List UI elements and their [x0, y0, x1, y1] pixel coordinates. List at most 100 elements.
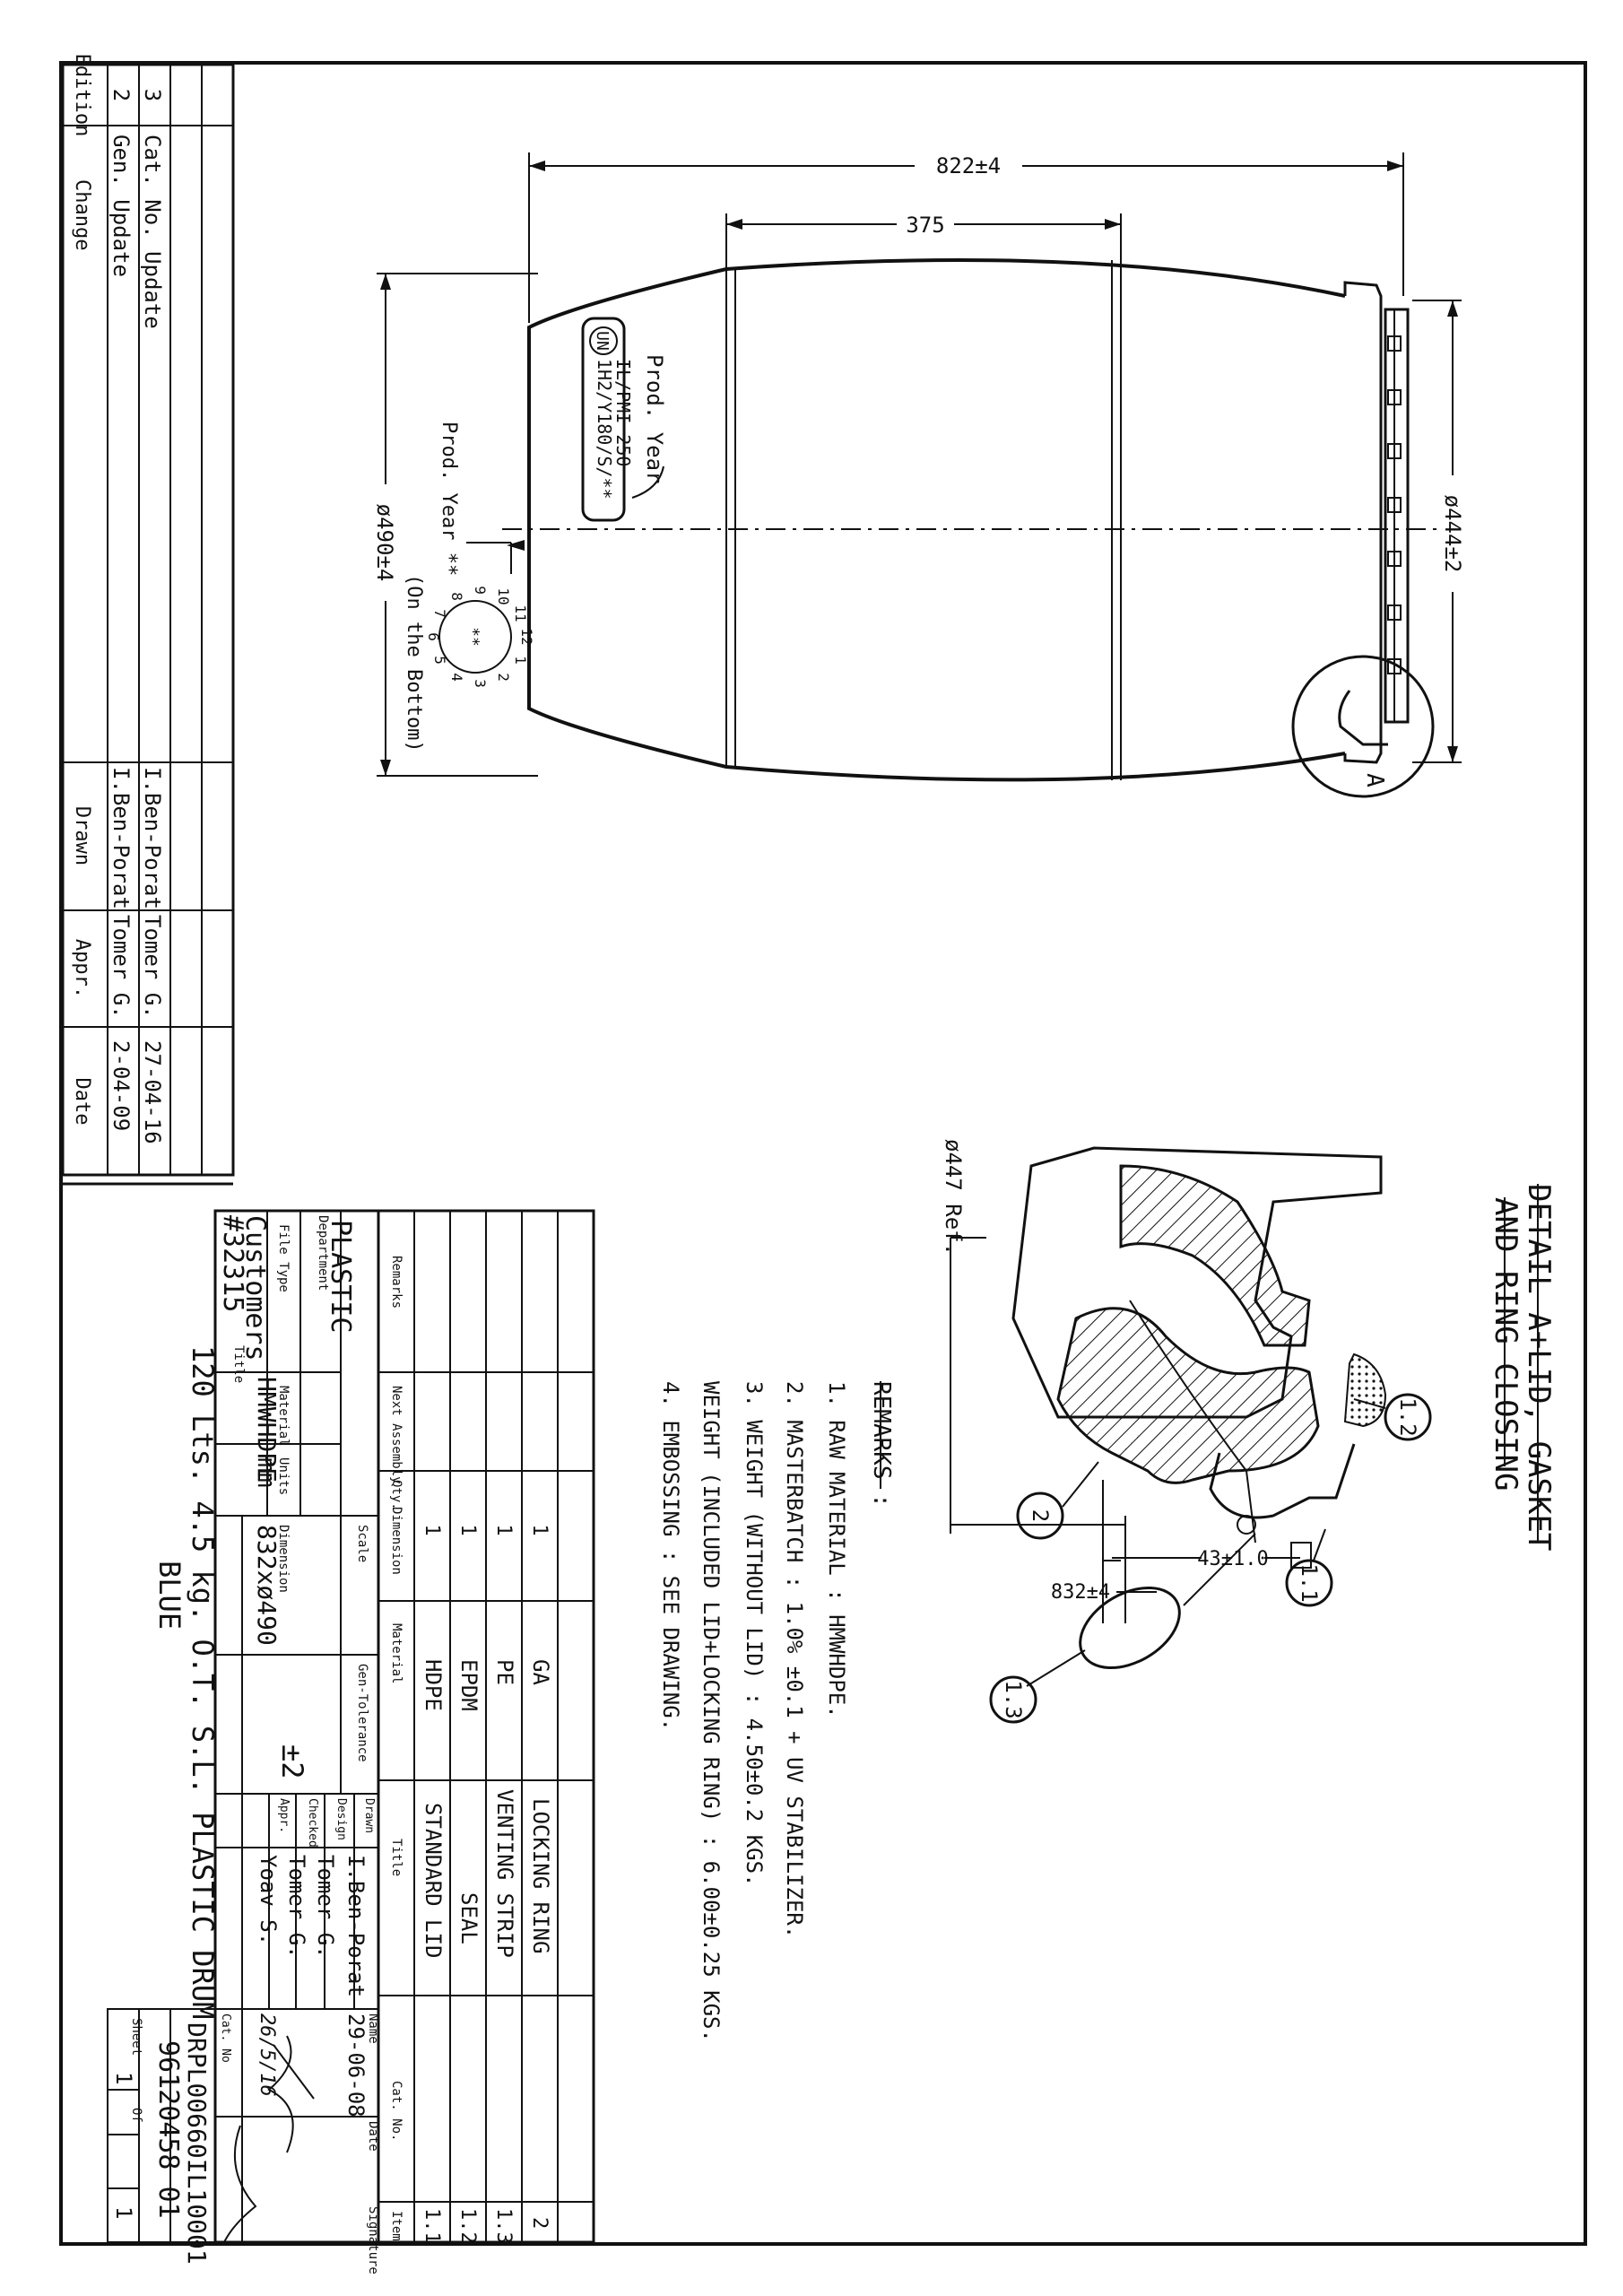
- bom-header-cat-no: Cat. No.: [389, 2081, 404, 2141]
- rev-row-2-change: Gen. Update: [108, 135, 134, 277]
- bom-row-1-3-qty: 1: [492, 1524, 515, 1535]
- bom-row-1-1-qty: 1: [421, 1524, 443, 1535]
- drum-side-view: A 822±4 375 ø444±2 ø490±4: [372, 152, 1471, 798]
- remarks: REMARKS : 1. RAW MATERIAL : HMWHDPE. 2. …: [658, 1381, 895, 2042]
- dimension-label: Dimension: [276, 1525, 291, 1593]
- balloon-2-text: 2: [1028, 1509, 1053, 1522]
- embossing-line-2: IL/PMI 250: [612, 359, 634, 466]
- bom-row-1-3-material: PE: [492, 1659, 517, 1685]
- role-checked-name: Tomer G.: [284, 1855, 309, 1959]
- title-label: Title: [231, 1345, 246, 1383]
- role-design-label: Design: [334, 1798, 348, 1840]
- bom-header-material: Material: [389, 1623, 404, 1683]
- rev-row-2-edition: 2: [108, 89, 134, 101]
- rev-row-2-drawn: I.Ben-Porat: [108, 767, 134, 909]
- balloon-1-2-text: 1.2: [1395, 1397, 1420, 1436]
- revision-table: Edition Change Drawn Appr. Date 2 Gen. U…: [61, 54, 235, 1177]
- detail-a-circle: [1291, 655, 1435, 798]
- balloon-1-3: [989, 1675, 1037, 1724]
- clock-number: 1: [512, 656, 529, 665]
- role-checked-label: Checked: [306, 1798, 319, 1848]
- of-value: 1: [111, 2206, 136, 2219]
- role-drawn-date: 29-06-08: [343, 2013, 369, 2118]
- clock-number: 11: [512, 604, 529, 622]
- clock-number: 7: [431, 609, 448, 618]
- code-value: 96120458 01: [152, 2040, 184, 2219]
- lid-hatched-section: [1056, 1307, 1320, 1484]
- customers-label: Customers: [239, 1215, 271, 1361]
- rev-row-3-edition: 3: [140, 89, 165, 101]
- material-value: HMWHDPE: [252, 1377, 282, 1483]
- rev-row-3-change: Cat. No. Update: [140, 135, 165, 329]
- embossing-box: [581, 317, 626, 522]
- remark-3: 3. WEIGHT (WITHOUT LID) : 4.50±0.2 KGS.: [742, 1381, 767, 1887]
- bom-row-1-2-title: SEAL: [456, 1892, 482, 1944]
- clock-number: 5: [431, 656, 448, 665]
- material-label: Material: [276, 1386, 291, 1446]
- bom-row-2-item: 2: [528, 2217, 551, 2229]
- sheet-label: Sheet: [129, 2018, 143, 2056]
- clock-number: 6: [425, 632, 442, 641]
- department-label: Department: [316, 1215, 330, 1291]
- balloon-2: [1016, 1492, 1064, 1540]
- clock-center: **: [464, 627, 482, 647]
- units-label: Units: [276, 1457, 291, 1495]
- bom-header-title: Title: [389, 1839, 404, 1876]
- detail-a-section: DETAIL A+LID, GASKET AND RING CLOSING 1.…: [941, 1139, 1557, 1724]
- drum-body-outline: [527, 258, 1346, 782]
- bom-header-item: Item: [389, 2211, 404, 2241]
- rev-header-change: Change: [71, 179, 93, 250]
- name-label: Name: [366, 2013, 380, 2044]
- units-value: mm: [252, 1457, 282, 1488]
- rev-row-3-drawn: I.Ben-Porat: [140, 767, 165, 909]
- signature-label: Signature: [366, 2206, 380, 2274]
- balloon-1-3-text: 1.3: [1001, 1680, 1026, 1718]
- rev-header-date: Date: [71, 1078, 93, 1126]
- sheet-border: [59, 61, 1587, 2246]
- customers-value: #32315: [217, 1215, 248, 1312]
- role-appr-name: Yoav S.: [256, 1855, 281, 1945]
- gasket-seal: [1343, 1352, 1387, 1428]
- bom-row-1-2-material: EPDM: [456, 1659, 482, 1711]
- role-appr-label: Appr.: [277, 1798, 291, 1833]
- bom-row-1-1-title: STANDARD LID: [421, 1803, 446, 1958]
- of-label: Of: [129, 2108, 143, 2123]
- dim-ref-dia-text: ø447 Ref.: [941, 1139, 966, 1256]
- remark-2: 2. MASTERBATCH : 1.0% ±0.1 + UV STABILIZ…: [782, 1381, 807, 1938]
- date-label: Date: [366, 2121, 380, 2152]
- signature-scribble: [267, 2035, 315, 2153]
- rev-row-2-appr: Tomer G.: [108, 915, 134, 1019]
- prod-year-label-2: Prod. Year **: [438, 422, 460, 576]
- rev-row-2-date: 2-04-09: [108, 1040, 134, 1131]
- bom-row-2-qty: 1: [528, 1524, 551, 1535]
- embossing-line-1: 1H2/Y180/S/**: [594, 359, 615, 500]
- clock-number: 9: [472, 586, 489, 595]
- bom-header-remarks: Remarks: [389, 1256, 404, 1309]
- production-clock-dial: [438, 600, 512, 674]
- prod-year-label: Prod. Year: [642, 354, 667, 484]
- dim-body-dia-text: ø490±4: [372, 504, 397, 582]
- rev-row-3-appr: Tomer G.: [140, 915, 165, 1019]
- scale-label: Scale: [355, 1525, 369, 1562]
- cat-no-label: Cat. No: [219, 2013, 232, 2063]
- cat-no-value: DRPL00660IL10001: [182, 2022, 212, 2265]
- balloon-1-2: [1384, 1393, 1432, 1441]
- bom-row-2-title: LOCKING RING: [528, 1798, 553, 1953]
- bom-header-next-assembly: Next Assembly: [389, 1386, 404, 1484]
- dim-top-dia-text: ø444±2: [1440, 495, 1465, 573]
- clock-number: 3: [472, 679, 489, 688]
- bom-row-1-1-item: 1.1: [421, 2208, 443, 2244]
- title-line-1: 120 Lts. 4.5 kg. O.T. S.L. PLASTIC DRUM: [186, 1345, 220, 2019]
- role-drawn-name: I.Ben-Porat: [343, 1855, 369, 1997]
- bom-header-dimension: Dimension: [389, 1507, 404, 1575]
- bom-row-2-material: GA: [528, 1659, 553, 1685]
- clock-number: 12: [518, 628, 535, 645]
- clock-number: 4: [448, 673, 465, 682]
- remark-3b: WEIGHT (INCLUDED LID+LOCKING RING) : 6.0…: [699, 1381, 724, 2042]
- venting-strip-loop: [1079, 1586, 1181, 1670]
- svg-text:UN: UN: [593, 331, 612, 351]
- bom-row-1-3-item: 1.3: [492, 2208, 515, 2244]
- sheet-value: 1: [111, 2072, 136, 2084]
